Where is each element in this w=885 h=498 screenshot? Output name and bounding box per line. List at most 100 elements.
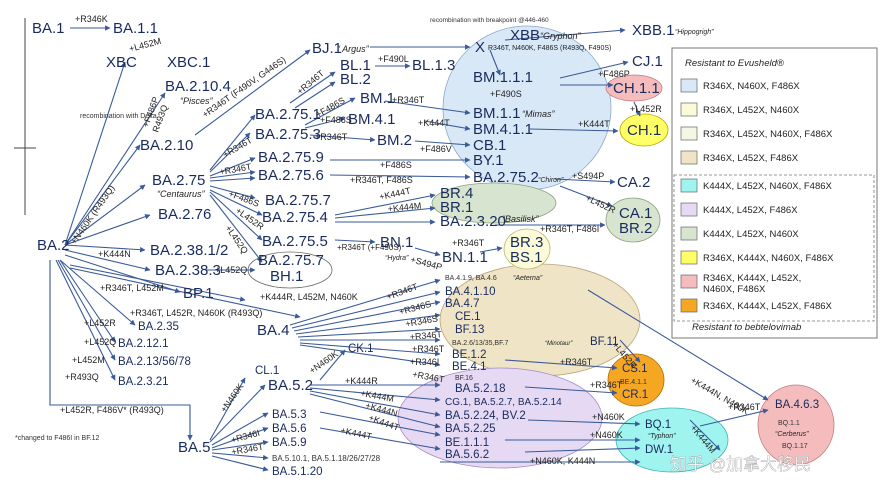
node-br2: BR.2 [619,220,652,237]
node-ba2751: BA.2.75.1 [255,106,321,123]
node-bq11: BQ.1.1 [778,420,800,427]
svg-text:+N460K: +N460K [590,430,623,440]
node-ba52: BA.5.2 [268,377,313,394]
svg-text:+R346T: +R346T [560,357,593,367]
svg-text:+K444R, L452M, N460K: +K444R, L452M, N460K [260,292,358,302]
node-ba5120: BA.5.1.20 [272,466,323,478]
node-bm1: BM.1 [360,90,395,107]
legend-label: R346X, N460X, F486X [703,81,800,92]
node-cerberus-nick: “Cerberus” [775,431,809,438]
node-bm11: BM.1.1 [473,105,521,122]
note-recomb-delta: recombination with Delta [80,113,157,120]
node-bm411: BM.4.1.1 [473,121,533,138]
node-bl1: BL.1 [340,57,371,74]
svg-text:+F486S: +F486S [380,160,412,170]
svg-text:+R346T, F486S: +R346T, F486S [350,175,413,185]
node-bf13: BF.13 [455,324,484,336]
svg-text:+K444M: +K444M [387,201,422,214]
node-bm41: BM.4.1 [348,111,396,128]
node-ba5: BA.5 [178,439,211,456]
node-ba5218: BA.5.2.18 [455,383,506,395]
group-blob-lightyellow-br3 [503,228,551,270]
node-ba1: BA.1 [32,20,65,37]
svg-text:R346T, N460K, F486S (R493Q, F4: R346T, N460K, F486S (R493Q, F490S) [488,45,611,52]
node-ba27572: BA.2.75.7 [258,252,324,269]
svg-text:+L452R: +L452R [630,104,662,114]
svg-text:+K444N, N460K: +K444N, N460K [689,375,751,416]
node-ba2104: BA.2.10.4 [165,78,231,95]
legend-label: R346X, K444X, L452X, F486X [703,301,833,312]
node-bl2: BL.2 [340,71,371,88]
svg-text:+S494P: +S494P [409,254,443,272]
node-be41: BE.4.1 [452,361,487,373]
edges [49,25,769,472]
svg-text:+S494P: +S494P [572,171,604,181]
svg-text:+F486P: +F486P [598,69,630,79]
node-ba210: BA.2.10 [140,137,193,154]
svg-text:+N460K (R493Q): +N460K (R493Q) [68,183,116,246]
legend-label: R346X, L452X, F486X [703,153,799,164]
node-ch1: CH.1 [627,122,661,139]
svg-text:+K444T: +K444T [578,119,610,129]
node-ba4110: BA.4.1.10 [445,286,496,298]
node-br4: BR.4 [440,185,473,202]
svg-text:+R346T, L452M: +R346T, L452M [100,283,164,293]
svg-text:+L452M: +L452M [128,36,162,54]
legend-swatch [680,226,698,241]
svg-text:+R346T: +R346T [315,132,348,142]
node-ba463: BA.4.6.3 [775,399,819,411]
node-basilisk-nick: “Basilisk” [502,214,540,224]
svg-text:+L452Q: +L452Q [84,337,116,347]
svg-text:+F486S: +F486S [320,115,352,125]
node-bj1: BJ.1 [312,40,342,57]
node-ba2755: BA.2.75.5 [262,233,328,250]
node-ba2752: BA.2.75.2 [473,169,539,186]
svg-text:+R346T, F486I: +R346T, F486I [540,224,599,234]
svg-text:+L452R, F486V* (R493Q): +L452R, F486V* (R493Q) [60,405,164,415]
svg-text:+F490L: +F490L [378,54,409,64]
svg-text:+F486S: +F486S [227,188,260,208]
legend-swatch [680,150,698,165]
svg-text:+L452R: +L452R [84,318,116,328]
node-ba5101: BA.5.10.1, BA.5.1.18/26/27/28 [272,454,381,463]
node-bq1: BQ.1 [645,419,671,431]
node-ba2383: BA.2.38.3 [155,262,221,279]
node-ba235: BA.2.35 [138,321,179,333]
group-blob-pink-ch11 [605,74,663,102]
svg-text:Resistant to Evusheld®: Resistant to Evusheld® [685,58,784,69]
svg-text:+F486V: +F486V [420,144,452,154]
node-ba2: BA.2 [37,237,70,254]
node-be411: BE.4.1.1 [620,379,647,386]
node-mimas-nick: “Mimas” [522,109,555,119]
node-bl13: BL.1.3 [412,57,455,74]
node-ba275: BA.2.75 [152,172,205,189]
node-ba213: BA.2.13/56/78 [118,356,191,368]
node-bf16: BF.16 [455,375,473,382]
node-ba5224: BA.5.2.24, BV.2 [445,410,526,422]
svg-text:+L452R: +L452R [584,193,617,216]
node-ba5225: BA.5.2.25 [445,423,496,435]
svg-text:+R346K: +R346K [75,14,108,24]
node-hydra-nick: “Hydra” [385,255,409,262]
node-ce1: CE.1 [455,311,481,323]
node-ba23812: BA.2.38.1/2 [150,242,228,259]
legend-label: K444X, L452X, F486X [703,205,798,216]
node-pisces-nick: “Pisces” [180,96,214,106]
node-bf11: BF.11 [590,336,619,348]
legend-swatch [680,250,698,265]
svg-text:+K444T: +K444T [340,425,374,441]
node-aeterna-nick: “Aeterna” [513,275,543,282]
node-be111: BE.1.1.1 [445,437,489,449]
svg-text:+R346T: +R346T [392,95,425,105]
node-br3: BR.3 [510,234,543,251]
legend-label: K444X, L452X, N460X [703,229,799,240]
svg-text:+L452Q: +L452Q [215,265,247,275]
node-cs1: CS.1 [622,363,648,375]
legend-swatch [680,78,698,93]
svg-text:+R346T: +R346T [295,68,327,97]
node-x: X [475,39,485,56]
legend-label: R346X, L452X, N460X [703,105,800,116]
node-ba11: BA.1.1 [113,20,158,37]
legend-label: R346X, K444X, N460X, F486X [703,253,834,264]
